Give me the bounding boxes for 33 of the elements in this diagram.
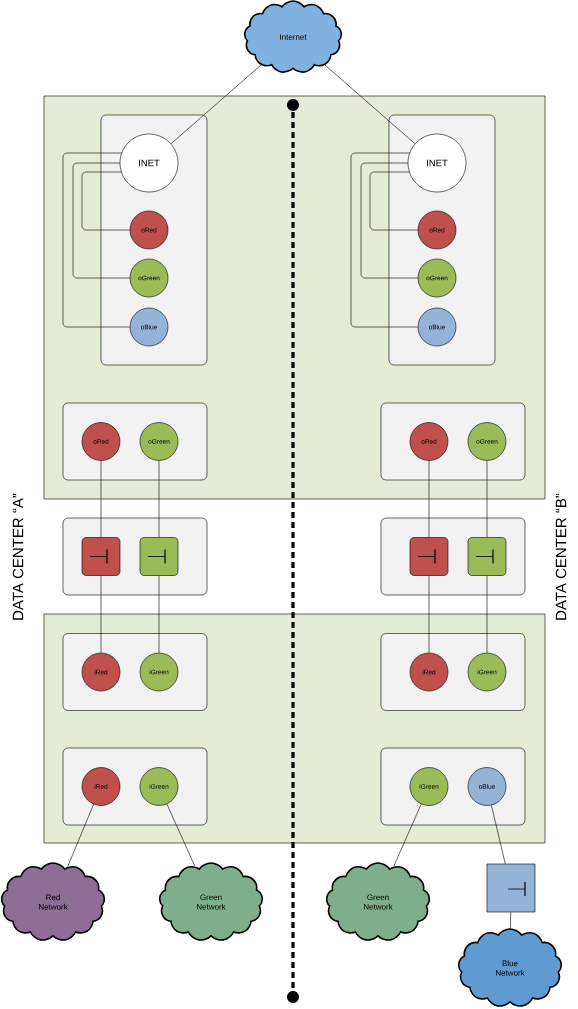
firewall-box (81, 537, 121, 576)
connector-line (158, 460, 160, 538)
cloud: Internet (243, 0, 343, 73)
cloud: Green Network (158, 862, 264, 941)
connector-line (100, 460, 102, 538)
connector-line (510, 912, 511, 929)
connector-line (360, 162, 418, 279)
connector-line (324, 64, 416, 144)
cloud: Red Network (0, 862, 106, 941)
connector-line (486, 460, 488, 538)
connector-line (67, 804, 94, 867)
connector-line (486, 575, 488, 653)
connector-line (369, 171, 418, 231)
firewall-box (486, 863, 536, 913)
cloud: Blue Network (457, 928, 562, 1007)
connector-line (100, 575, 102, 653)
connector-line (428, 575, 430, 653)
side-label: DATA CENTER “B” (555, 493, 567, 620)
connector-line (166, 803, 196, 867)
firewall-box (467, 537, 507, 576)
connector-line (491, 805, 506, 864)
side-label: DATA CENTER “A” (12, 493, 24, 620)
connector-line (393, 803, 422, 867)
connector-line (72, 162, 130, 279)
connector-line (428, 460, 430, 538)
connector-line (170, 64, 262, 144)
connector-line (62, 152, 130, 328)
cloud: Green Network (325, 862, 431, 941)
firewall-box (409, 537, 449, 576)
connector-line (350, 152, 418, 328)
firewall-box (139, 537, 179, 576)
connector-line (81, 171, 130, 231)
connector-line (158, 575, 160, 653)
